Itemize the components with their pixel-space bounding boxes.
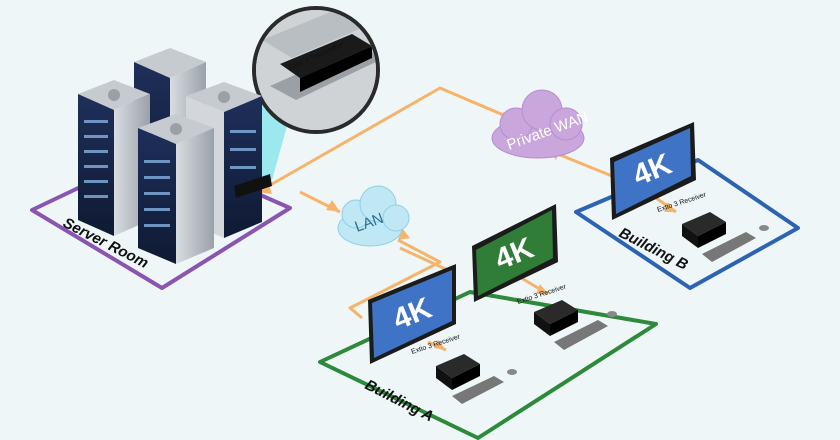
server-racks xyxy=(78,48,272,264)
wan-cloud: Private WAN xyxy=(491,89,591,159)
building-b-label: Building B xyxy=(616,224,691,273)
receiver-box-icon xyxy=(534,300,578,336)
lan-cloud: LAN xyxy=(337,185,410,247)
building-a-label: Building A xyxy=(362,376,436,425)
monitor-building-a-right: 4K xyxy=(472,204,558,302)
mouse-icon xyxy=(507,369,517,375)
monitor-building-b: 4K xyxy=(610,122,696,220)
keyboard-icon xyxy=(702,232,756,262)
keyboard-icon xyxy=(554,320,608,350)
receiver-box-icon xyxy=(436,354,480,390)
receiver-box-icon xyxy=(682,212,726,248)
keyboard-icon xyxy=(452,376,504,404)
monitor-building-a-left: 4K xyxy=(368,264,456,364)
mouse-icon xyxy=(759,225,769,231)
server-rack-icon xyxy=(138,114,214,264)
mouse-icon xyxy=(607,311,617,317)
rack-transmitter-device xyxy=(234,174,272,198)
link-lan-to-building-a xyxy=(348,238,442,320)
link-server-to-wan xyxy=(257,86,516,194)
receiver-building-a-left: Extio 3 Receiver xyxy=(410,333,517,404)
link-lan-to-monitor-a-right xyxy=(399,246,453,274)
transmitter-device xyxy=(280,34,372,78)
